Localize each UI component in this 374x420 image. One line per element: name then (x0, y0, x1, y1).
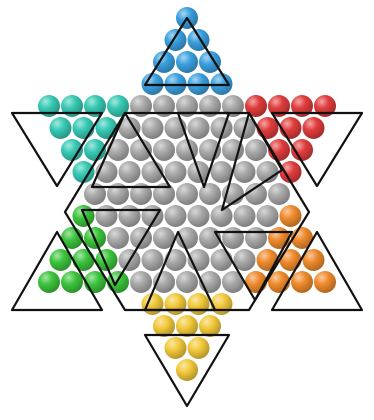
orange-marble[interactable] (280, 249, 302, 271)
yellow-marble[interactable] (199, 315, 221, 337)
yellow-marble[interactable] (153, 315, 175, 337)
board-holes (38, 7, 336, 381)
empty-hole[interactable] (199, 183, 221, 205)
empty-hole[interactable] (142, 249, 164, 271)
orange-marble[interactable] (268, 227, 290, 249)
blue-marble[interactable] (176, 51, 198, 73)
green-marble[interactable] (38, 271, 60, 293)
yellow-marble[interactable] (165, 337, 187, 359)
empty-hole[interactable] (153, 139, 175, 161)
empty-hole[interactable] (234, 161, 256, 183)
empty-hole[interactable] (188, 205, 210, 227)
empty-hole[interactable] (165, 205, 187, 227)
empty-hole[interactable] (211, 249, 233, 271)
empty-hole[interactable] (199, 139, 221, 161)
empty-hole[interactable] (176, 271, 198, 293)
yellow-marble[interactable] (165, 293, 187, 315)
red-marble[interactable] (303, 117, 325, 139)
empty-hole[interactable] (165, 249, 187, 271)
yellow-marble[interactable] (211, 293, 233, 315)
orange-marble[interactable] (314, 271, 336, 293)
empty-hole[interactable] (165, 161, 187, 183)
empty-hole[interactable] (234, 205, 256, 227)
board-outline-lines (12, 18, 362, 406)
empty-hole[interactable] (142, 117, 164, 139)
empty-hole[interactable] (268, 183, 290, 205)
empty-hole[interactable] (176, 183, 198, 205)
orange-marble[interactable] (291, 271, 313, 293)
empty-hole[interactable] (119, 205, 141, 227)
red-marble[interactable] (257, 117, 279, 139)
empty-hole[interactable] (245, 139, 267, 161)
empty-hole[interactable] (119, 161, 141, 183)
teal-marble[interactable] (50, 117, 72, 139)
empty-hole[interactable] (188, 117, 210, 139)
empty-hole[interactable] (257, 205, 279, 227)
empty-hole[interactable] (130, 271, 152, 293)
teal-marble[interactable] (73, 117, 95, 139)
empty-hole[interactable] (96, 205, 118, 227)
green-marble[interactable] (73, 249, 95, 271)
empty-hole[interactable] (176, 227, 198, 249)
yellow-marble[interactable] (188, 337, 210, 359)
orange-marble[interactable] (280, 205, 302, 227)
empty-hole[interactable] (211, 161, 233, 183)
yellow-marble[interactable] (176, 315, 198, 337)
yellow-marble[interactable] (142, 293, 164, 315)
yellow-marble[interactable] (188, 293, 210, 315)
red-marble[interactable] (280, 117, 302, 139)
empty-hole[interactable] (107, 139, 129, 161)
empty-hole[interactable] (245, 227, 267, 249)
green-marble[interactable] (61, 271, 83, 293)
empty-hole[interactable] (107, 227, 129, 249)
yellow-marble[interactable] (176, 359, 198, 381)
empty-hole[interactable] (222, 227, 244, 249)
